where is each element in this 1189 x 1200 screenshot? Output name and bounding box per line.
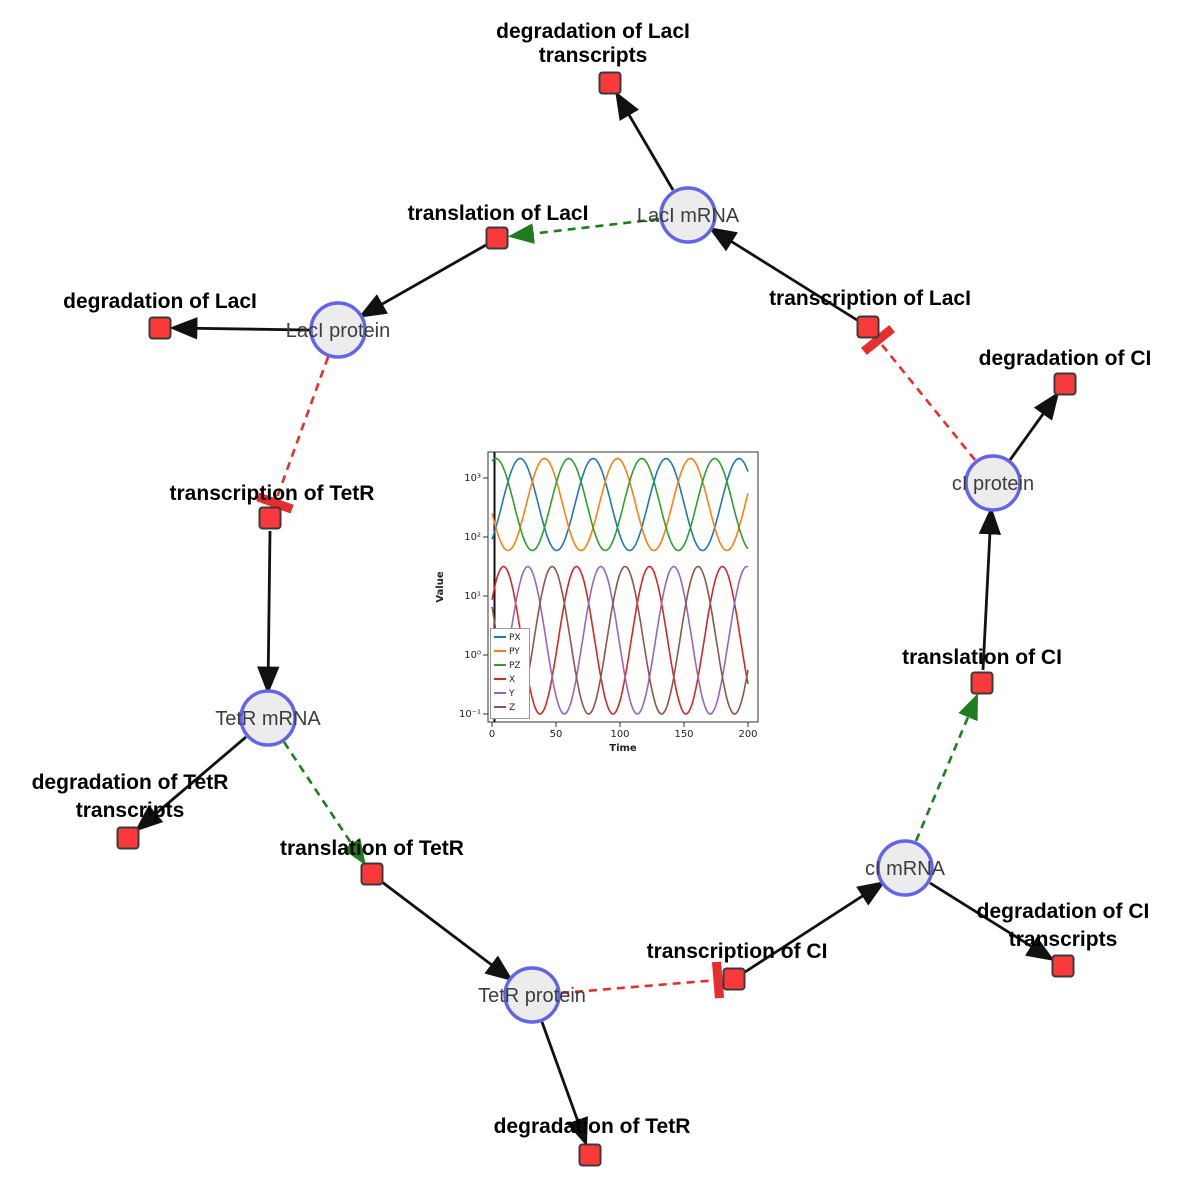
- reaction-node-translation-tetr: [360, 862, 384, 886]
- chart-series-PY: [491, 457, 749, 552]
- reaction-labels: degradation of LacI transcripts translat…: [32, 20, 1152, 1138]
- species-label-laci-mrna: LacI mRNA: [637, 205, 740, 227]
- chart-x-axis: 0 50 100 150 200 Time: [489, 722, 758, 754]
- species-label-ci-protein: cI protein: [952, 473, 1034, 495]
- species-label-tetr-mrna: TetR mRNA: [215, 708, 321, 730]
- chart-series-PZ: [491, 457, 749, 552]
- reaction-label: degradation of LacI: [496, 20, 690, 43]
- x-tick-label: 50: [550, 729, 563, 740]
- edge-ci-mrna-to-degradation-transcripts: [929, 881, 1055, 961]
- legend-label: PY: [509, 647, 520, 657]
- edge-transcription-laci-to-laci-mrna: [708, 227, 858, 322]
- reaction-label: transcription of TetR: [170, 482, 375, 505]
- species-node-laci-mrna: [659, 186, 717, 244]
- reaction-label: transcription of CI: [647, 940, 828, 963]
- chart-series-PX: [491, 457, 749, 552]
- chart-y-axis: 10³ 10² 10¹ 10⁰ 10⁻¹ Value: [435, 473, 488, 720]
- legend-label: PX: [509, 633, 521, 643]
- edge-laci-protein-to-degradation: [169, 317, 310, 340]
- edge-translation-tetr-to-tetr-protein: [381, 880, 514, 982]
- edge-transcription-tetr-to-tetr-mrna: [257, 530, 280, 695]
- reaction-node-degradation-laci-transcripts: [598, 71, 622, 95]
- edge-tetr-protein-to-degradation: [540, 1021, 588, 1147]
- legend-label: PZ: [509, 661, 521, 671]
- edge-catalysis-ci-mrna-to-translation: [914, 693, 979, 842]
- species-label-laci-protein: LacI protein: [286, 320, 391, 342]
- reaction-label: degradation of CI: [977, 900, 1150, 923]
- species-node-ci-mrna: [876, 839, 934, 897]
- species-label-tetr-protein: TetR protein: [478, 985, 586, 1007]
- reaction-label: degradation of LacI: [63, 290, 257, 313]
- legend-label: X: [509, 675, 515, 685]
- y-tick-label: 10⁰: [464, 650, 481, 661]
- chart-curves: [491, 457, 749, 715]
- edge-ci-protein-to-degradation: [1008, 391, 1060, 461]
- chart-xlabel: Time: [609, 743, 637, 754]
- edge-catalysis-tetr-mrna-to-translation: [282, 741, 366, 866]
- edge-translation-laci-to-laci-protein: [358, 243, 487, 318]
- edge-laci-mrna-to-degradation-transcripts: [615, 91, 675, 191]
- y-tick-label: 10³: [464, 473, 481, 484]
- reaction-node-degradation-tetr: [578, 1143, 602, 1167]
- species-node-ci-protein: [964, 454, 1022, 512]
- edge-translation-ci-to-ci-protein: [978, 506, 1002, 671]
- reaction-node-degradation-laci: [148, 316, 172, 340]
- edge-inhibition-ci-protein-to-transcription-laci: [860, 325, 977, 461]
- reaction-label: degradation of TetR: [32, 771, 229, 794]
- reaction-node-transcription-ci: [722, 967, 746, 991]
- reaction-label: transcripts: [539, 44, 648, 67]
- chart-series-Z: [491, 565, 749, 715]
- species-labels: LacI mRNA LacI protein TetR mRNA TetR pr…: [215, 205, 1034, 1007]
- species-node-tetr-mrna: [239, 689, 297, 747]
- y-tick-label: 10⁻¹: [459, 709, 481, 720]
- species-nodes: [239, 186, 1022, 1024]
- reaction-label: degradation of TetR: [494, 1115, 691, 1138]
- reaction-label: transcription of LacI: [769, 287, 971, 310]
- reaction-node-degradation-tetr-transcripts: [116, 826, 140, 850]
- chart-series-X: [491, 565, 749, 715]
- reaction-node-degradation-ci: [1053, 372, 1077, 396]
- reaction-label: translation of TetR: [280, 837, 464, 860]
- species-node-laci-protein: [309, 301, 367, 359]
- species-label-ci-mrna: cI mRNA: [865, 858, 946, 880]
- edge-inhibition-tetr-protein-to-transcription-ci: [560, 961, 725, 999]
- reaction-nodes: [116, 71, 1077, 1167]
- edge-transcription-ci-to-ci-mrna: [744, 880, 886, 974]
- reaction-node-transcription-tetr: [258, 506, 282, 530]
- reaction-node-translation-laci: [485, 226, 509, 250]
- edge-tetr-mrna-to-degradation-transcripts: [134, 735, 247, 832]
- chart-series-Y: [491, 565, 749, 715]
- legend-label: Z: [509, 703, 515, 713]
- species-node-tetr-protein: [503, 966, 561, 1024]
- x-tick-label: 150: [674, 729, 693, 740]
- reaction-label: translation of LacI: [408, 202, 589, 225]
- chart-legend: PX PY PZ X Y Z: [490, 628, 530, 719]
- legend-label: Y: [508, 689, 515, 699]
- edges: [134, 91, 1060, 1147]
- reaction-label: transcripts: [1009, 928, 1118, 951]
- reaction-node-translation-ci: [970, 671, 994, 695]
- reaction-label: transcripts: [76, 799, 185, 822]
- x-tick-label: 100: [610, 729, 629, 740]
- edge-inhibition-laci-protein-to-transcription-tetr: [256, 356, 330, 514]
- y-tick-label: 10¹: [464, 591, 481, 602]
- y-tick-label: 10²: [464, 532, 481, 543]
- reaction-label: translation of CI: [902, 646, 1062, 669]
- reaction-node-transcription-laci: [856, 315, 880, 339]
- x-tick-label: 0: [489, 729, 495, 740]
- reaction-label: degradation of CI: [979, 347, 1152, 370]
- legend-box: [490, 628, 530, 719]
- chart-ylabel: Value: [435, 571, 446, 602]
- inset-chart: 10³ 10² 10¹ 10⁰ 10⁻¹ Value 0 50 100 150 …: [435, 451, 759, 754]
- edge-catalysis-laci-mrna-to-translation: [507, 217, 660, 244]
- x-tick-label: 200: [738, 729, 757, 740]
- reaction-node-degradation-ci-transcripts: [1051, 954, 1075, 978]
